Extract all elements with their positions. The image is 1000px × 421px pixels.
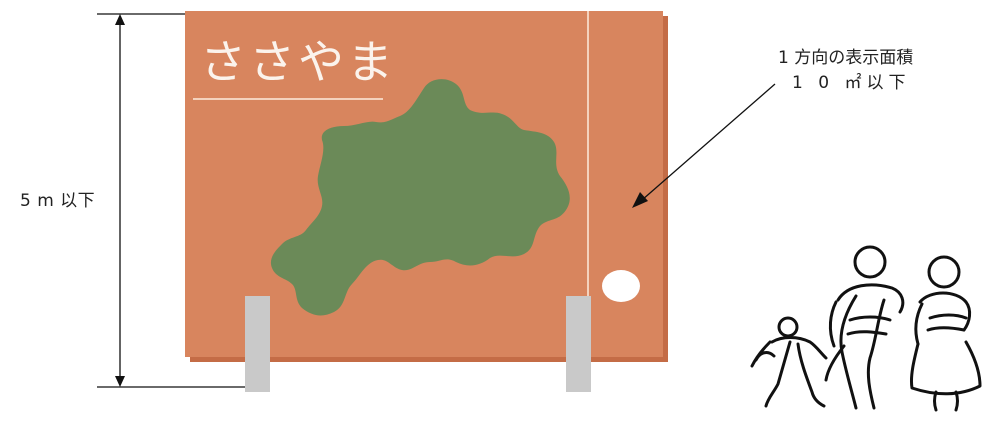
child-figure-icon — [750, 316, 828, 408]
sasayama-map-shape — [270, 79, 570, 316]
sign-title: ささやま — [200, 35, 396, 89]
area-limit-label-line2: 1 0 ㎡以下 — [792, 73, 911, 93]
area-pointer — [632, 83, 776, 208]
height-limit-label: 5 m 以下 — [20, 191, 96, 211]
right-post — [566, 296, 591, 392]
signboard — [185, 11, 668, 392]
top-arrowhead — [115, 14, 125, 25]
height-dimension — [97, 13, 245, 388]
area-arrowhead — [632, 192, 648, 208]
left-post — [245, 296, 270, 392]
people-figures — [750, 245, 982, 412]
area-leader-line — [641, 83, 776, 201]
white-circle-marker — [602, 270, 640, 302]
man-figure-icon — [824, 245, 905, 410]
area-limit-label-line1: 1 方向の表示面積 — [778, 48, 914, 68]
woman-figure-icon — [910, 255, 982, 412]
bottom-arrowhead — [115, 376, 125, 387]
